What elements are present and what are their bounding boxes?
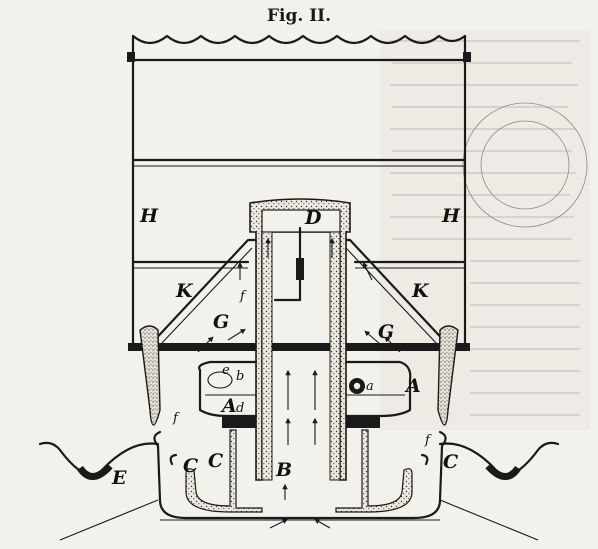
- label-C-right: C: [443, 451, 458, 473]
- label-B: B: [275, 459, 292, 481]
- label-a: a: [366, 379, 374, 394]
- side-handles-E: [38, 441, 560, 541]
- label-f-upper: f: [239, 289, 247, 304]
- figure-title: Fig. II.: [266, 6, 332, 26]
- central-chimney: [249, 198, 351, 481]
- label-H-right: H: [441, 205, 461, 227]
- label-C-mid: C: [208, 450, 223, 472]
- label-f-left: f: [172, 411, 180, 426]
- background-bleed-through: [380, 30, 590, 430]
- airflow-arrows: [197, 237, 401, 529]
- lower-vessel-C: [153, 429, 447, 520]
- cone-plates-K: [148, 238, 450, 347]
- outer-mantle-H: [131, 58, 467, 352]
- label-f-right: f: [424, 433, 432, 448]
- support-legs: [139, 325, 459, 426]
- label-D: D: [304, 207, 322, 229]
- water-reservoir-A: [198, 360, 412, 428]
- label-C-left: C: [183, 455, 198, 477]
- label-K-left: K: [175, 280, 194, 302]
- label-E: E: [111, 467, 127, 489]
- label-b: b: [236, 369, 244, 384]
- label-e: e: [222, 363, 230, 378]
- part-labels: H H D K K G G f f f e b d a A A C C C B …: [111, 205, 461, 489]
- regulator-rod: [273, 226, 304, 302]
- mantle-ledge: [128, 343, 470, 351]
- label-H-left: H: [139, 205, 159, 227]
- label-G-right: G: [378, 321, 394, 343]
- label-d: d: [236, 401, 244, 416]
- label-A-left: A: [220, 395, 237, 417]
- label-K-right: K: [411, 280, 430, 302]
- label-G-left: G: [213, 311, 229, 333]
- label-A-right: A: [404, 375, 421, 397]
- crown-ring: [127, 34, 471, 62]
